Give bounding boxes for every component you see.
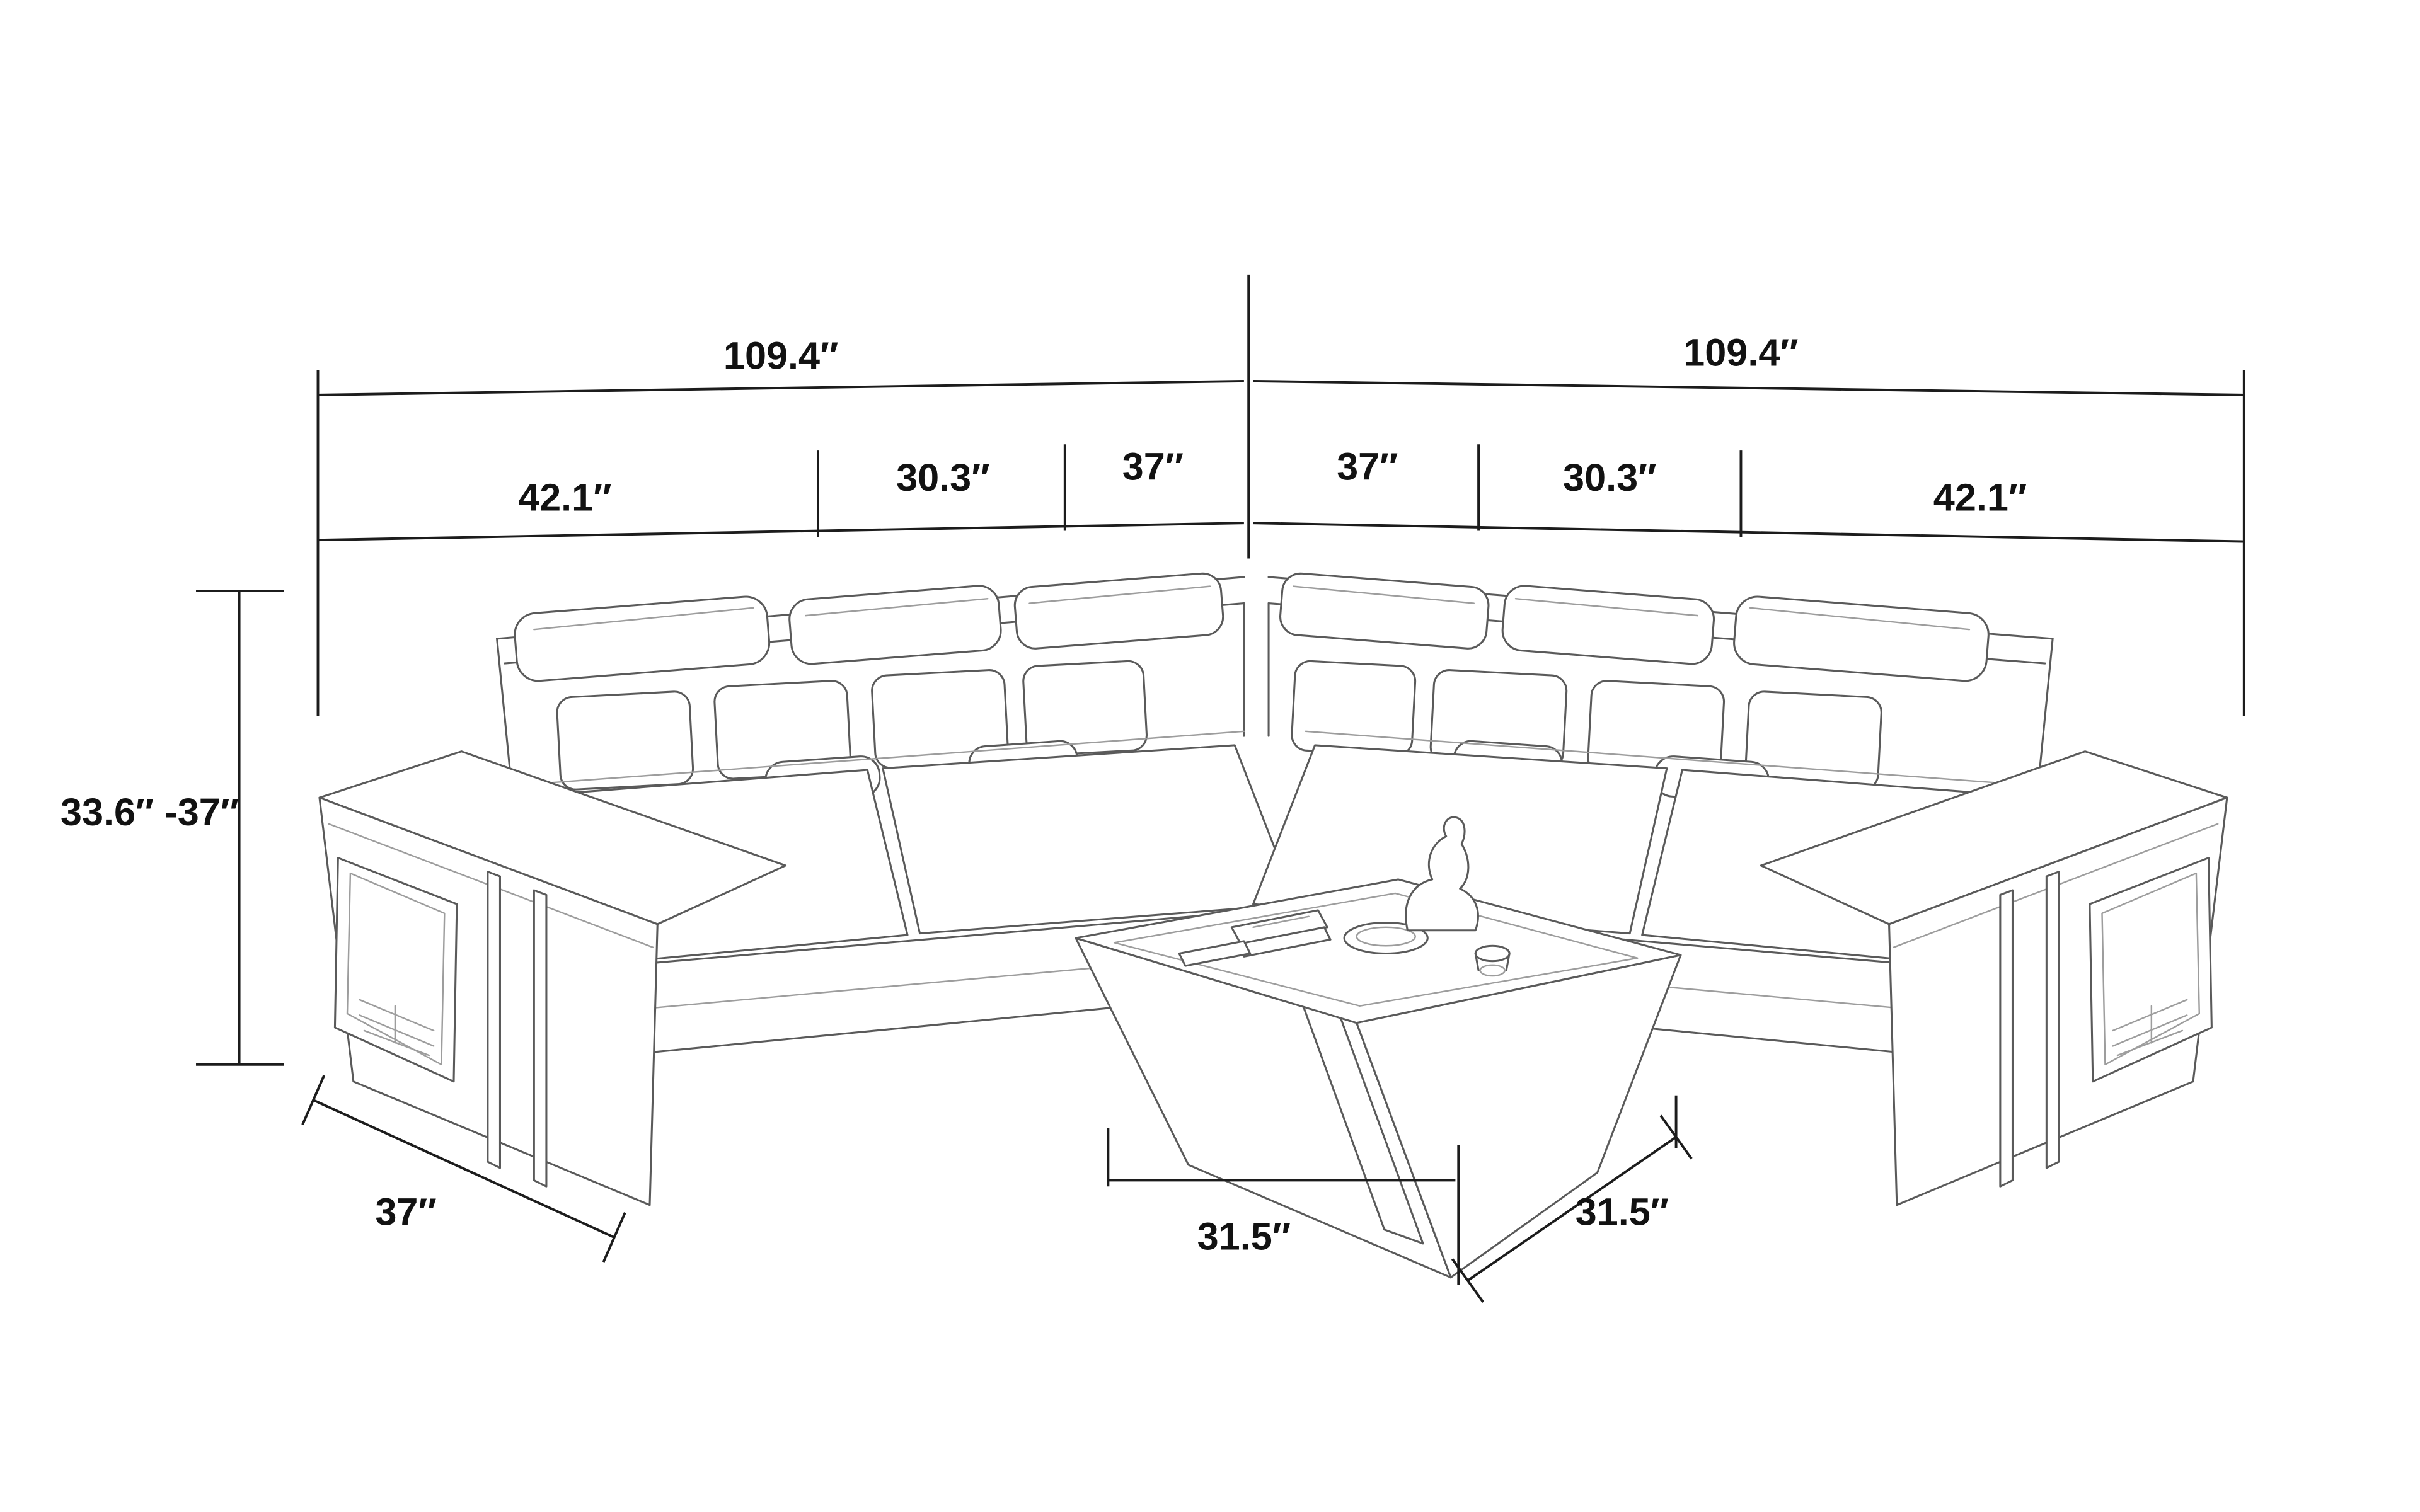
dim-label-table-depth: 31.5″	[1576, 1190, 1669, 1233]
left-armrest	[318, 750, 787, 1206]
dim-right-segments: 37″ 30.3″ 42.1″	[1253, 444, 2244, 543]
back-pillow	[556, 690, 694, 791]
headrest-seam	[1293, 585, 1475, 604]
dim-label-height-range: 33.6″ -37″	[60, 791, 239, 833]
arm-window-books	[2112, 999, 2188, 1057]
book-cover-scribble	[1252, 915, 1310, 929]
seat-cushion	[882, 744, 1298, 935]
arm-window	[333, 857, 458, 1083]
table-top-inset	[1113, 892, 1639, 1007]
back-end-edge	[496, 638, 512, 781]
sofa-sketch	[318, 572, 2228, 1206]
dim-line	[1253, 522, 2244, 543]
dim-height: 33.6″ -37″	[60, 590, 284, 1066]
dim-line	[318, 522, 1244, 542]
back-end-edge	[2037, 638, 2054, 781]
headrest-cushions	[514, 572, 1990, 682]
book-stack	[1230, 909, 1328, 946]
headrest-cushion	[1279, 572, 1490, 650]
dim-line	[313, 1099, 615, 1239]
dim-line	[1466, 1136, 1677, 1282]
tray	[1178, 940, 1252, 967]
headrest-seam	[1028, 585, 1211, 604]
back-pillow	[1022, 660, 1148, 757]
seat-deck-line	[514, 730, 1245, 786]
back-pillow	[1291, 660, 1417, 757]
headrest-seam	[1514, 597, 1699, 617]
headrest-cushion	[514, 595, 771, 682]
arm-window	[2089, 857, 2213, 1083]
dim-label-left-total: 109.4″	[723, 334, 839, 377]
arm-window-inner	[2101, 872, 2201, 1066]
cup-base	[1479, 964, 1506, 977]
dim-left-segments: 42.1″ 30.3″ 37″	[318, 444, 1244, 542]
dim-left-total: 109.4″	[316, 334, 1244, 716]
end-tick	[602, 1212, 626, 1263]
dim-label-right-total: 109.4″	[1683, 331, 1799, 374]
headrest-seam	[805, 597, 989, 617]
coffee-table-sketch	[1075, 816, 1682, 1279]
headrest-seam	[533, 607, 754, 631]
arm-light-slot	[487, 871, 501, 1169]
headrest-seam	[1749, 607, 1971, 631]
dim-label-left-seg-2: 30.3″	[896, 456, 989, 499]
back-pillows	[556, 660, 1882, 791]
arm-light-slot	[533, 889, 548, 1188]
seat-deck-line	[1305, 730, 2032, 786]
dim-label-right-seg-2: 30.3″	[1563, 456, 1656, 499]
arm-light-slot	[1999, 889, 2014, 1188]
dim-line	[1253, 379, 2244, 396]
dim-label-right-seg-1: 37″	[1337, 445, 1398, 488]
cup	[1474, 944, 1511, 963]
dim-label-right-seg-3: 42.1″	[1933, 476, 2027, 519]
headrest-cushion	[1501, 585, 1715, 665]
headrest-cushion	[1733, 595, 1990, 682]
headrest-cushion	[788, 585, 1002, 665]
end-tick	[1451, 1258, 1485, 1303]
dim-label-left-seg-1: 42.1″	[518, 476, 611, 519]
dim-label-table-width: 31.5″	[1197, 1215, 1291, 1258]
right-armrest	[1760, 750, 2228, 1206]
table-decor-items	[1178, 816, 1511, 977]
end-tick	[301, 1075, 326, 1126]
cup-side	[1474, 952, 1511, 971]
headrest-cushion	[1013, 572, 1224, 650]
dim-line	[318, 379, 1244, 396]
arm-window-books	[359, 999, 435, 1057]
dim-label-arm-depth: 37″	[375, 1190, 436, 1233]
bowl-inner	[1356, 926, 1416, 947]
arm-window-inner	[346, 872, 446, 1066]
arm-light-slot	[2045, 871, 2060, 1169]
dim-left-arm-depth: 37″	[301, 1075, 626, 1263]
dim-right-total: 109.4″	[1247, 274, 2245, 716]
bird-figurine	[1405, 816, 1479, 932]
dim-table-depth: 31.5″	[1451, 1095, 1693, 1303]
dim-table-width: 31.5″	[1107, 1128, 1460, 1285]
dim-label-left-seg-3: 37″	[1122, 445, 1184, 488]
dimension-annotations: 109.4″ 109.4″ 42.1″ 30.3″ 37″ 37″ 30.3″ …	[60, 274, 2245, 1303]
